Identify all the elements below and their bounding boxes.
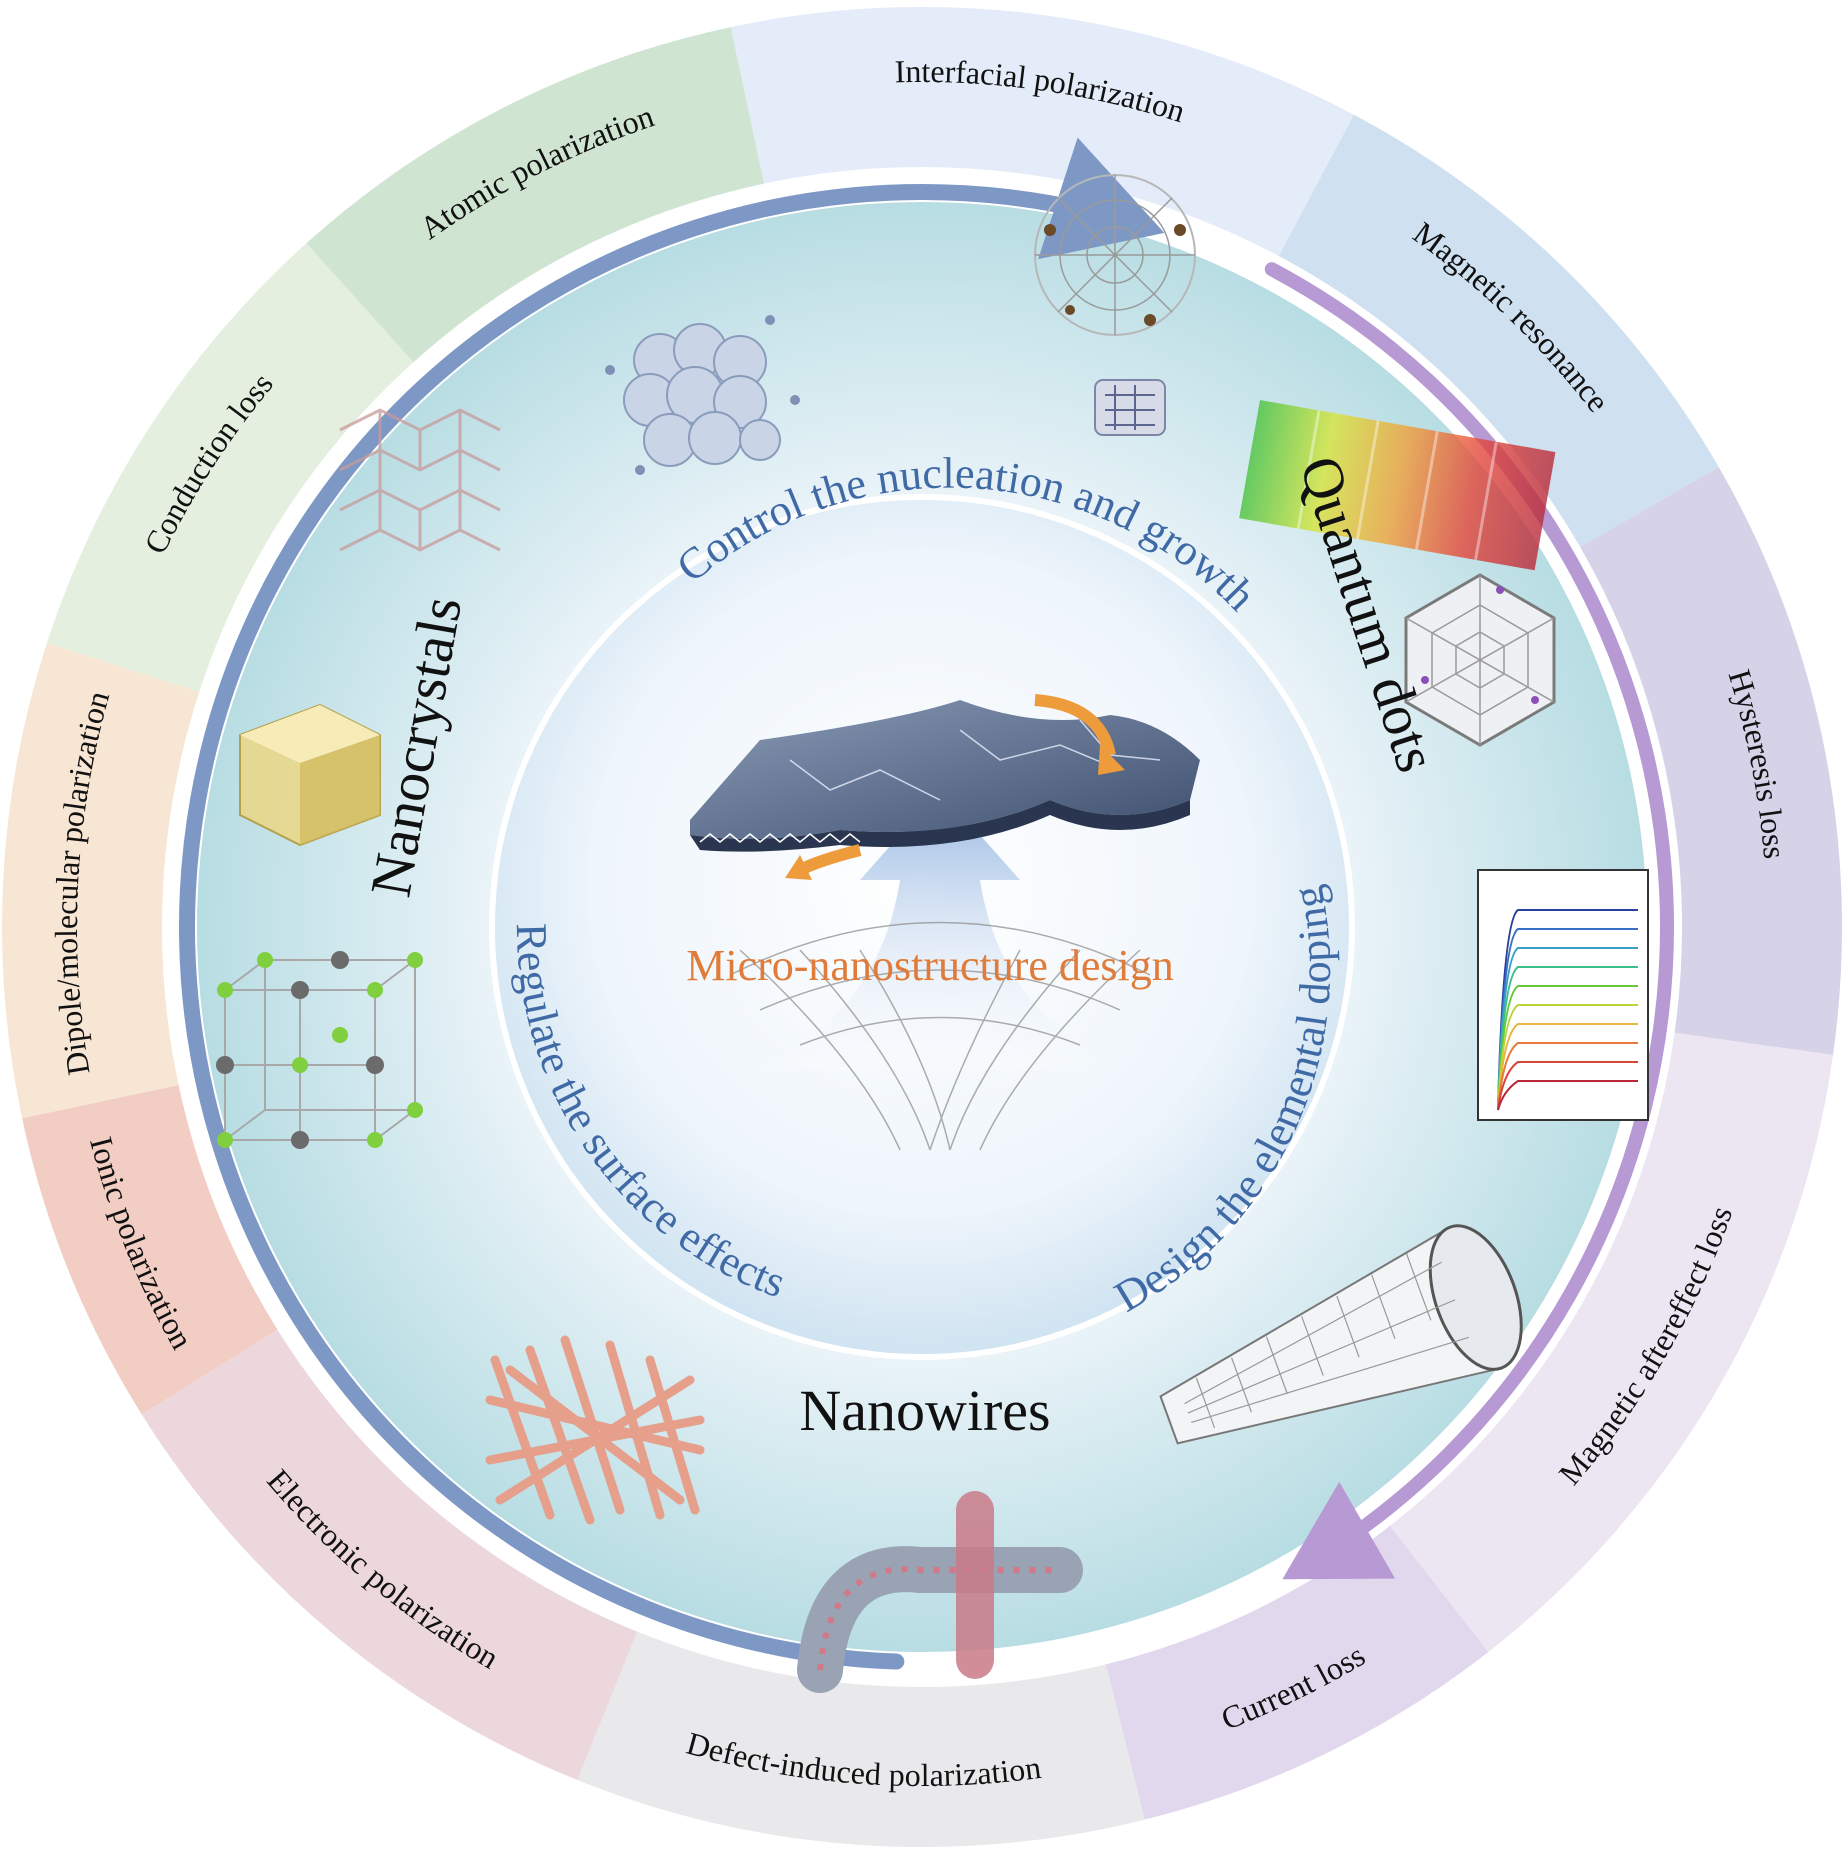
ring-segment: [141, 1329, 638, 1781]
spectrum-line: [1497, 1080, 1638, 1111]
center-title: Micro-nanostructure design: [686, 941, 1174, 990]
nanowire-mesh-icon: [485, 1335, 705, 1525]
spectrum-line: [1497, 1061, 1638, 1111]
up-arrow-icon: [729, 790, 1151, 1151]
nanotube-icon: [1159, 1224, 1523, 1445]
curved-nanotube-icon: [797, 1491, 1083, 1693]
lattice-cube-icon: [216, 951, 423, 1149]
fullerene-icon: [1034, 174, 1196, 336]
ring-segment: [1580, 467, 1842, 1056]
spectrum-plot-icon: [1477, 869, 1649, 1121]
polarization-arc: [179, 137, 1165, 1670]
ring-segment: [1105, 1525, 1489, 1820]
ring-segment: [306, 27, 764, 363]
magnetic-loss-arc: [1264, 262, 1674, 1580]
ring-segment: [1389, 1032, 1834, 1652]
sphere-cluster-icon: [605, 315, 800, 475]
ring-segment: [1278, 114, 1719, 547]
ring-segment: [47, 243, 414, 693]
ring-segment: [577, 1631, 1145, 1847]
ring-segment: [22, 1085, 278, 1415]
material-nanowires: Nanowires: [799, 1378, 1050, 1443]
ring-segment: [730, 6, 1354, 256]
color-gradient-bar-icon: [1239, 400, 1556, 571]
wavy-sheet-icon: [690, 694, 1200, 880]
molecule-icon: [1094, 379, 1166, 436]
outer-ring: [2, 6, 1842, 1847]
layered-crystal-icon: [339, 408, 501, 552]
ring-segment: [2, 642, 200, 1119]
yellow-crystal-icon: [239, 703, 381, 847]
graphene-flake-icon: [1404, 573, 1556, 747]
